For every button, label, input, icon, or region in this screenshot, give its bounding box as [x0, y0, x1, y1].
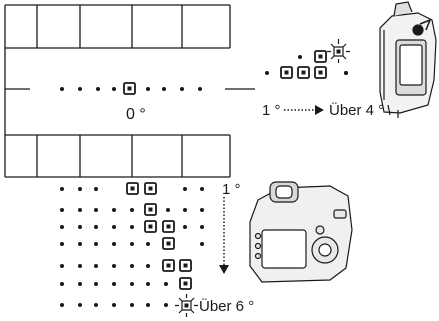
- level-center-marker: [123, 82, 136, 95]
- viewfinder-grid: [4, 4, 255, 178]
- horizontal-start-label: 1 °: [262, 102, 281, 119]
- vertical-tilt-indicator: [60, 182, 204, 317]
- camera-back-view-icon: [249, 181, 353, 283]
- level-center-label: 0 °: [126, 106, 146, 123]
- vertical-end-label: Über 6 °: [199, 298, 255, 315]
- horizontal-end-label: Über 4 °: [329, 102, 385, 119]
- blinking-point-icon: [327, 39, 350, 63]
- horizontal-range-arrow: [284, 105, 324, 115]
- vertical-start-label: 1 °: [222, 181, 241, 198]
- rotate-arrow-icon: [419, 18, 432, 31]
- horizontal-level-scale: [60, 87, 202, 91]
- vertical-range-arrow: [219, 197, 229, 274]
- horizontal-tilt-indicator: [265, 39, 350, 79]
- camera-top-view-icon: [379, 1, 437, 118]
- blinking-point-icon: [175, 294, 198, 317]
